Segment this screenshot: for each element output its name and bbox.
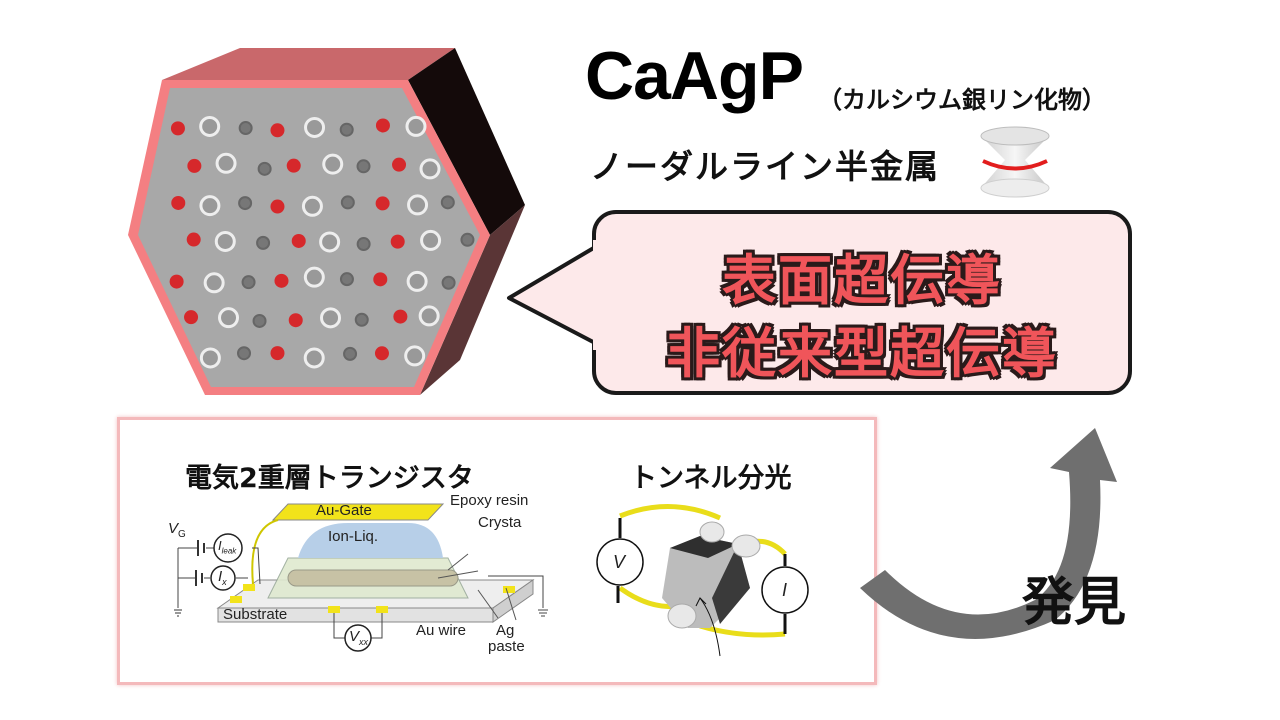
label-substrate: Substrate xyxy=(223,606,288,623)
callout-tail xyxy=(507,240,601,350)
material-class-label: ノーダルライン半金属 xyxy=(590,147,940,186)
label-au-wire: Au wire xyxy=(416,622,467,639)
label-vxx: Vxx xyxy=(349,628,369,647)
crystal-side-face xyxy=(408,48,525,235)
callout-line-surface-superconductivity: 表面超伝導 xyxy=(722,249,1002,312)
compound-japanese-name: （カルシウム銀リン化物） xyxy=(818,86,1106,114)
label-ion-liquid: Ion-Liq. xyxy=(328,528,379,545)
ammeter-label: I xyxy=(782,580,788,600)
label-ag: Ag xyxy=(496,622,515,639)
edlt-diagram: Au-Gate Ion-Liq. Epoxy resin Crysta Subs… xyxy=(148,492,558,658)
crystal-structure-figure xyxy=(128,48,525,395)
crystal-top-face xyxy=(162,48,455,80)
discovery-arrow-icon xyxy=(860,428,1117,639)
nodal-line-icon xyxy=(980,126,1050,198)
atom-lattice xyxy=(169,115,475,369)
label-paste: paste xyxy=(488,638,525,655)
callout-bubble: 表面超伝導 非従来型超伝導 xyxy=(592,210,1132,395)
label-ix: Ix xyxy=(218,568,227,587)
tunneling-title: トンネル分光 xyxy=(630,463,792,494)
methods-panel: 電気2重層トランジスタ トンネル分光 xyxy=(117,417,877,685)
voltmeter-label: V xyxy=(613,552,626,572)
callout-line-unconventional-superconductivity: 非従来型超伝導 xyxy=(666,322,1058,385)
label-crystal: Crysta xyxy=(478,514,522,531)
label-vg: VG xyxy=(168,520,186,540)
label-ileak: Ileak xyxy=(218,538,237,556)
crystal-lower-side-face xyxy=(420,205,525,395)
discovery-label: 発見 xyxy=(1022,573,1127,633)
compound-title: CaAgP xyxy=(585,38,804,114)
label-epoxy-resin: Epoxy resin xyxy=(450,492,529,509)
edlt-title: 電気2重層トランジスタ xyxy=(185,463,474,494)
tunneling-diagram: V I xyxy=(590,498,820,678)
label-au-gate: Au-Gate xyxy=(316,502,372,519)
